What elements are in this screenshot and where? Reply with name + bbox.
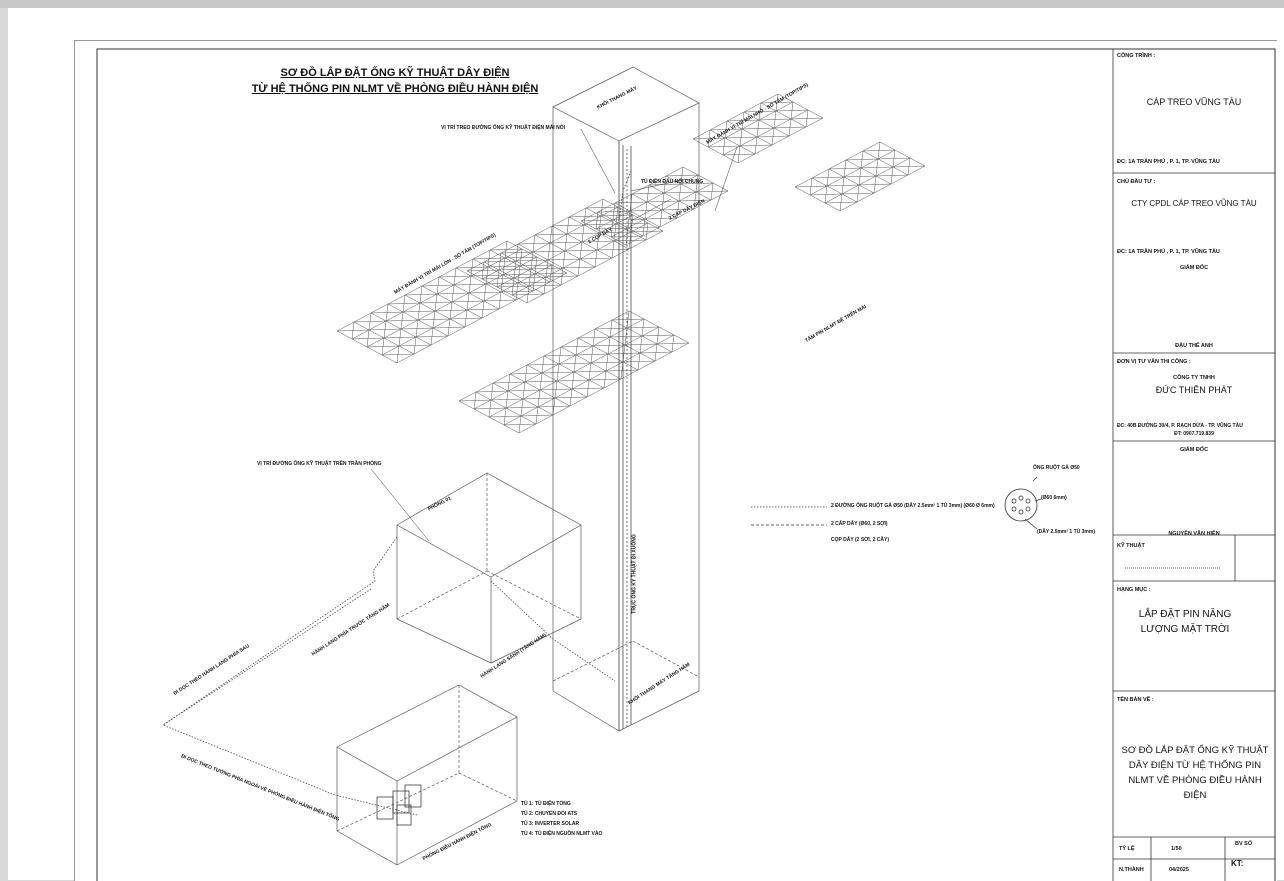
pipe-title: ỐNG RUỘT GÀ Ø50 [1033,465,1080,471]
project-address: ĐC: 1A TRẦN PHÚ , P. 1, TP. VŨNG TÀU [1117,159,1220,165]
category-name: LẮP ĐẶT PIN NĂNG LƯỢNG MẶT TRỜI [1138,609,1232,635]
pipe-position-label: VỊ TRÍ TREO ĐƯỜNG ỐNG KỸ THUẬT ĐIỆN MÁI … [441,125,565,131]
drawing-sheet: SƠ ĐỒ LẮP ĐẶT ỐNG KỸ THUẬT DÂY ĐIỆN TỪ H… [74,40,1277,881]
pipe-inner: (Ø60 6mm) [1041,495,1067,501]
drawing-title-line1: SƠ ĐỒ LẮP ĐẶT ỐNG KỸ THUẬT DÂY ĐIỆN [280,67,510,79]
director2-label: GIÁM ĐỐC [1179,447,1209,453]
title-block-lines [1112,48,1276,881]
panel-array [458,310,690,434]
director-name: ĐẬU THẾ ANH [1175,343,1213,349]
panel-array [466,198,664,304]
room-box [396,472,582,664]
scale-value: 1/50 [1171,846,1182,852]
owner-name: CTY CPDL CÁP TREO VŨNG TÀU [1131,199,1257,208]
leader-lines [370,128,738,542]
control-room-box [336,684,518,866]
drawing-name-label: TÊN BẢN VẼ : [1117,697,1154,703]
category-label: HẠNG MỤC : [1117,587,1151,593]
sheet-label: BV SỐ [1235,841,1253,847]
consultant-name: ĐỨC THIÊN PHÁT [1155,385,1233,395]
cable-route [162,170,632,816]
owner-label: CHỦ ĐẦU TƯ : [1117,179,1156,185]
scale-label: TỶ LỆ [1119,846,1135,852]
consultant-address: ĐC: 40B ĐƯỜNG 30/4, P. RẠCH DỪA - TP. VŨ… [1117,423,1243,429]
consultant-phone: ĐT: 0907.719.839 [1174,431,1214,437]
technical-drawing [96,48,1276,881]
legend-line3: CỌP DÂY (2 SỢI, 2 CÂY) [831,537,889,543]
elevator-tower [552,66,700,732]
panel-array [580,166,729,246]
panel-array [336,240,568,364]
pipe-wire: (DÂY 2.5mm² 1 TỦ 3mm) [1037,529,1095,535]
legend-lines [751,506,827,526]
junction-label: TỦ ĐIỆN ĐẤU NỐI CHUNG [641,179,704,185]
consultant-label: ĐƠN VỊ TƯ VẤN THI CÔNG : [1117,359,1191,365]
legend-line2: 2 CẤP DÂY (Ø60, 2 SỢI) [831,521,888,527]
director-label: GIÁM ĐỐC [1179,265,1209,271]
pipe-cross-section [1004,476,1042,530]
cabinet-4: TỦ 4: TỦ ĐIỆN NGUỒN NLMT VÀO [521,831,603,837]
project-label: CÔNG TRÌNH : [1117,53,1156,59]
shaft-label: TRỤC ỐNG KỸ THUẬT ĐI XUỐNG [631,534,638,614]
panel-array [692,93,824,164]
owner-address: ĐC: 1A TRẦN PHÚ , P. 1, TP. VŨNG TÀU [1117,249,1220,255]
solar-panel-arrays [336,93,926,434]
drawing-name: SƠ ĐỒ LẮP ĐẶT ỐNG KỸ THUẬT DÂY ĐIỆN TỪ H… [1121,745,1269,801]
cabinet-3: TỦ 3: INVERTER SOLAR [521,821,580,827]
director2-name: NGUYỄN VĂN HIỀN [1168,531,1220,537]
panel-array [794,141,926,212]
window-top-band [0,0,1284,8]
date-value: 04/2025 [1169,867,1189,873]
project-name: CÁP TREO VŨNG TÀU [1146,97,1242,107]
consultant-company: CÔNG TY TNHH [1173,375,1215,381]
ceiling-pipe-label: VỊ TRÍ ĐƯỜNG ỐNG KỸ THUẬT TRÊN TRẦN PHÒN… [257,461,382,467]
cabinet-2: TỦ 2: CHUYỂN ĐỔI ATS [521,811,578,817]
cabinet-1: TỦ 1: TỦ ĐIỆN TỔNG [521,801,571,807]
date-label: N.THÀNH [1119,867,1144,873]
engineer-label: KỸ THUẬT [1117,543,1145,549]
kt-label: KT: [1231,859,1244,868]
legend-line1: 2 ĐƯỜNG ỐNG RUỘT GÀ Ø50 (DÂY 2.5mm² 1 TỦ… [831,503,995,509]
drawing-title-line2: TỪ HỆ THỐNG PIN NLMT VỀ PHÒNG ĐIỀU HÀNH … [251,83,539,95]
